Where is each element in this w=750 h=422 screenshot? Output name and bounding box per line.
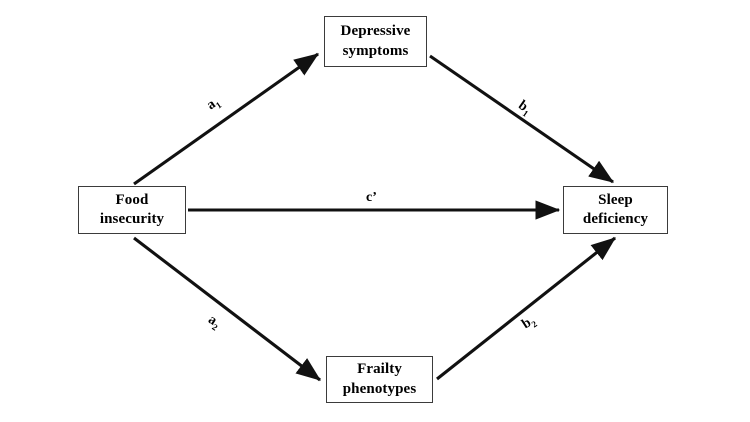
path-label-c-prime: c’ [366, 190, 377, 207]
node-frailty-phenotypes-line2: phenotypes [342, 380, 417, 397]
node-sleep-deficiency-line2: deficiency [582, 211, 649, 227]
arrow-a2 [133, 236, 321, 382]
node-depressive-symptoms[interactable]: Depressive symptoms [324, 16, 427, 67]
node-frailty-phenotypes[interactable]: Frailty phenotypes [326, 356, 433, 403]
arrow-b1 [429, 54, 615, 184]
path-label-c-prime-text: c’ [366, 190, 377, 205]
node-food-insecurity[interactable]: Food insecurity [78, 186, 186, 234]
node-food-insecurity-line1: Food [115, 191, 149, 208]
node-depressive-symptoms-line1: Depressive [340, 23, 411, 40]
node-food-insecurity-line2: insecurity [99, 211, 165, 227]
arrow-b2 [436, 236, 616, 381]
arrow-a1 [133, 52, 320, 186]
node-depressive-symptoms-line2: symptoms [342, 42, 409, 59]
node-sleep-deficiency[interactable]: Sleep deficiency [563, 186, 668, 234]
node-frailty-phenotypes-line1: Frailty [357, 361, 402, 378]
node-sleep-deficiency-line1: Sleep [598, 191, 633, 208]
